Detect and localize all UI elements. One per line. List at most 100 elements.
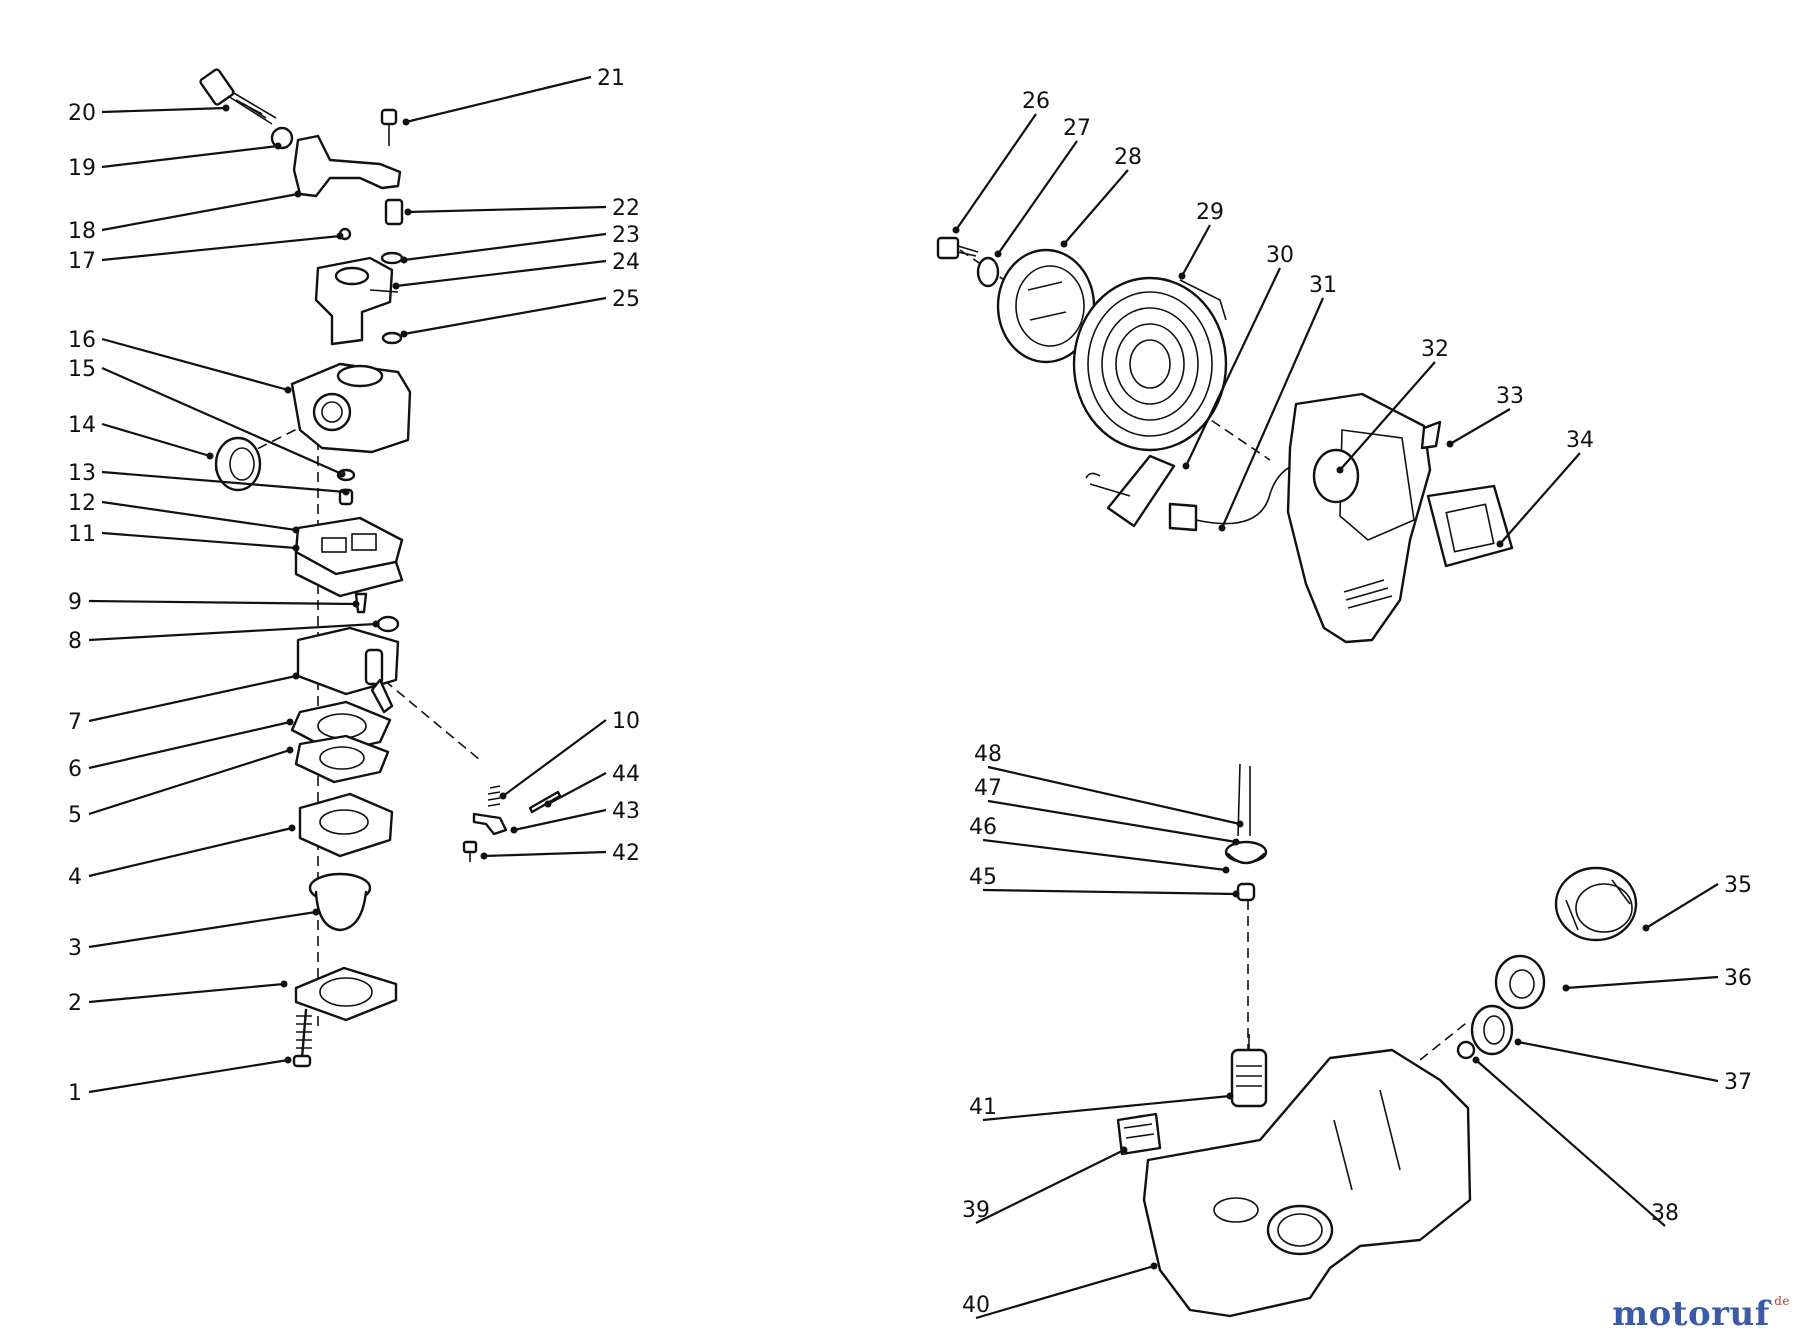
leader-line-33 [1449,408,1511,445]
leader-dot-44 [544,800,552,808]
leader-dot-33 [1446,440,1454,448]
fuel-tank-assembly [1116,763,1638,1318]
leader-dot-39 [1120,1146,1128,1154]
leader-dot-5 [286,746,294,754]
part-primer-bulb [308,872,372,932]
callout-label-29: 29 [1196,200,1224,225]
callout-label-37: 37 [1724,1070,1752,1095]
leader-line-30 [1185,267,1281,467]
part-pin-44 [528,790,562,814]
callout-label-44: 44 [612,762,640,787]
leader-dot-27 [994,250,1002,258]
callout-label-20: 20 [68,101,96,126]
leader-line-44 [547,772,607,805]
leader-line-2 [88,982,285,1004]
leader-dot-40 [1150,1262,1158,1270]
leader-dot-16 [284,386,292,394]
leader-line-48 [987,765,1241,826]
callout-label-17: 17 [68,249,96,274]
leader-line-45 [982,888,1237,896]
callout-label-38: 38 [1651,1201,1679,1226]
leader-dot-12 [292,526,300,534]
leader-dot-15 [338,470,346,478]
leader-line-37 [1517,1040,1719,1083]
part-recoil-spring [1072,276,1228,452]
leader-dot-42 [480,852,488,860]
leader-line-9 [88,599,357,606]
leader-dot-23 [400,256,408,264]
leader-line-1 [88,1058,289,1094]
leader-line-38 [1475,1059,1666,1227]
leader-line-6 [88,720,291,770]
leader-dot-25 [400,330,408,338]
part-carburetor-body [290,362,412,454]
part-adjusting-screw [199,68,277,125]
callout-label-15: 15 [68,357,96,382]
leader-line-14 [101,422,211,458]
leader-dot-19 [274,142,282,150]
callout-label-19: 19 [68,156,96,181]
callout-label-10: 10 [612,709,640,734]
callout-label-25: 25 [612,287,640,312]
leader-dot-7 [292,672,300,680]
part-fitting-22 [384,198,404,226]
leader-dot-4 [288,824,296,832]
callout-label-22: 22 [612,196,640,221]
leader-dot-18 [294,190,302,198]
part-long-screw [292,1008,312,1068]
leader-dot-35 [1642,924,1650,932]
part-grommet [1224,840,1268,865]
leader-dot-46 [1222,866,1230,874]
part-washer-23 [380,251,404,265]
part-pump-body [298,792,394,858]
callout-label-18: 18 [68,219,96,244]
leader-line-18 [101,192,299,232]
leader-line-20 [101,106,227,114]
part-starter-housing [1286,392,1442,644]
leader-dot-29 [1178,272,1186,280]
leader-dot-14 [206,452,214,460]
callout-label-41: 41 [969,1095,997,1120]
callout-label-26: 26 [1022,89,1050,114]
leader-dot-34 [1496,540,1504,548]
leader-dot-22 [404,208,412,216]
leader-dot-48 [1236,820,1244,828]
callout-label-36: 36 [1724,966,1752,991]
leader-line-47 [987,799,1237,844]
part-foam-block [1116,1112,1162,1156]
part-metering-body [296,626,400,714]
leader-line-23 [403,232,607,262]
leader-line-28 [1063,169,1129,245]
callout-layer: 1234567891011121314151617181920212223242… [68,66,1752,1320]
callout-label-48: 48 [974,742,1002,767]
part-lever-43 [472,812,508,836]
watermark: motoruf.de [1612,1294,1790,1334]
part-retainer-plate [294,966,398,1022]
part-cap-insert [1494,954,1546,1010]
leader-line-43 [513,808,607,832]
leader-line-10 [502,719,607,797]
callout-label-21: 21 [597,66,625,91]
leader-line-26 [955,113,1037,231]
part-cap-valve [1456,1040,1476,1060]
callout-label-3: 3 [68,936,82,961]
part-fuel-cap [1554,866,1638,942]
leader-line-19 [101,144,279,169]
leader-line-41 [982,1094,1231,1122]
recoil-starter-assembly [936,236,1514,644]
callout-label-43: 43 [612,799,640,824]
leader-line-39 [975,1149,1125,1224]
callout-label-42: 42 [612,841,640,866]
leader-line-4 [88,826,293,878]
leader-dot-38 [1472,1056,1480,1064]
callout-label-9: 9 [68,590,82,615]
leader-line-15 [101,366,343,476]
callout-label-45: 45 [969,865,997,890]
leader-dot-8 [372,620,380,628]
part-throttle-housing [314,256,399,346]
part-lever-8 [376,615,400,633]
callout-label-23: 23 [612,223,640,248]
callout-label-35: 35 [1724,873,1752,898]
leader-line-5 [88,748,291,816]
